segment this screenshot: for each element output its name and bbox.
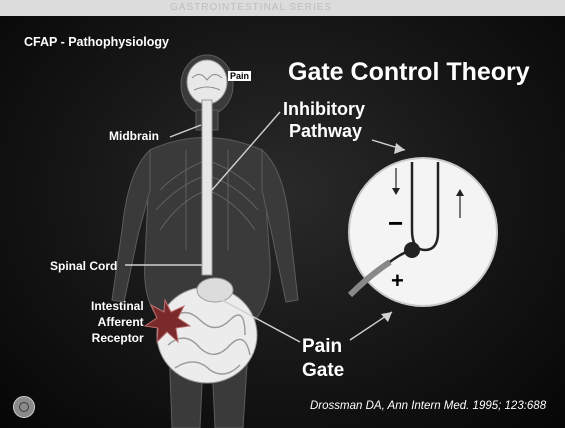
midbrain-label: Midbrain: [109, 129, 159, 143]
synapse: [404, 242, 420, 258]
seal-logo-icon: [13, 396, 35, 418]
intestinal-line2: Afferent: [91, 314, 144, 330]
slide-title: Gate Control Theory: [288, 58, 530, 87]
plus-sign: +: [391, 268, 404, 293]
pain-gate-line1: Pain: [302, 336, 342, 358]
course-title: CFAP - Pathophysiology: [24, 35, 169, 49]
intestinal-line3: Receptor: [91, 330, 144, 346]
spinal-cord: [202, 100, 212, 275]
intestinal-receptor-label: Intestinal Afferent Receptor: [91, 298, 144, 346]
brain: [187, 60, 227, 104]
spinal-cord-label: Spinal Cord: [50, 259, 117, 273]
gate-inset-circle: [349, 158, 497, 306]
citation: Drossman DA, Ann Intern Med. 1995; 123:6…: [310, 400, 546, 412]
brain-pain-label: Pain: [228, 71, 251, 81]
intestinal-line1: Intestinal: [91, 298, 144, 314]
inhibitory-label-line1: Inhibitory: [283, 99, 365, 120]
pain-gate-line2: Gate: [302, 360, 344, 382]
arrowhead-inset-bottom: [381, 312, 392, 322]
arrowhead-inset-top: [394, 143, 405, 154]
minus-sign: −: [388, 208, 403, 238]
inhibitory-label-line2: Pathway: [289, 121, 362, 142]
